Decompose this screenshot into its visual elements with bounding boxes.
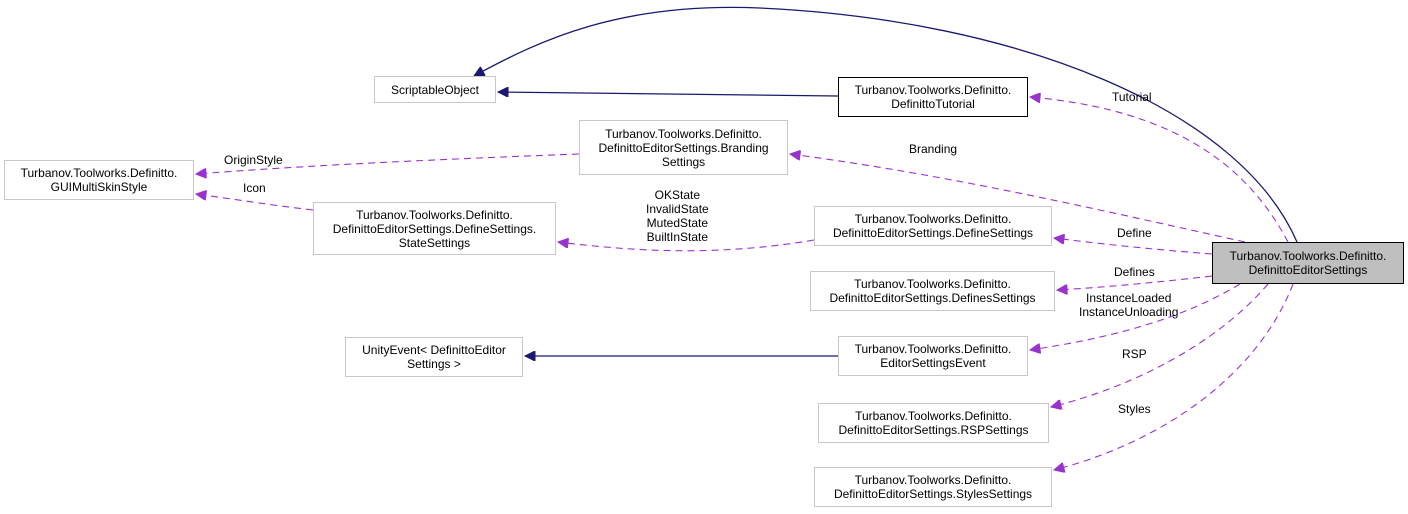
label-icon: Icon [243,181,266,195]
node-editor-settings-event[interactable]: Turbanov.Toolworks.Definitto. EditorSett… [838,336,1028,376]
edge-tutorial-usage [1030,97,1289,243]
label-tutorial: Tutorial [1112,90,1152,104]
edge-instance-events-usage [1030,283,1241,350]
edge-define-usage [1054,238,1213,255]
edge-styles-usage [1054,283,1294,470]
edge-editor-settings-to-scriptable-object [474,6,1298,243]
edge-branding-usage [790,154,1246,243]
label-rsp: RSP [1122,347,1147,361]
node-gui-multiskin-style[interactable]: Turbanov.Toolworks.Definitto. GUIMultiSk… [4,160,194,200]
node-state-settings[interactable]: Turbanov.Toolworks.Definitto. DefinittoE… [313,202,556,255]
node-definitto-editor-settings[interactable]: Turbanov.Toolworks.Definitto. DefinittoE… [1212,242,1404,284]
edge-rsp-usage [1051,283,1269,407]
label-branding: Branding [909,142,958,156]
node-define-settings[interactable]: Turbanov.Toolworks.Definitto. DefinittoE… [814,206,1052,246]
node-defines-settings[interactable]: Turbanov.Toolworks.Definitto. DefinittoE… [810,271,1055,311]
node-rsp-settings[interactable]: Turbanov.Toolworks.Definitto. DefinittoE… [818,403,1049,443]
label-define: Define [1117,226,1152,240]
label-states: OKState InvalidState MutedState BuiltInS… [646,188,709,244]
label-styles: Styles [1118,402,1151,416]
node-scriptable-object[interactable]: ScriptableObject [374,76,496,103]
edge-states-usage [558,240,815,252]
label-defines: Defines [1114,265,1155,279]
label-origin-style: OriginStyle [224,153,283,167]
label-instance-events: InstanceLoaded InstanceUnloading [1079,291,1179,319]
edge-defines-usage [1057,275,1213,290]
node-styles-settings[interactable]: Turbanov.Toolworks.Definitto. DefinittoE… [814,467,1052,507]
node-branding-settings[interactable]: Turbanov.Toolworks.Definitto. DefinittoE… [579,120,788,175]
edge-icon-usage [196,194,314,211]
edge-origin-style-usage [196,153,580,174]
node-definitto-tutorial[interactable]: Turbanov.Toolworks.Definitto. DefinittoT… [838,77,1028,117]
node-unity-event[interactable]: UnityEvent< DefinittoEditor Settings > [345,337,523,377]
edge-tutorial-to-scriptable-object [498,92,839,96]
